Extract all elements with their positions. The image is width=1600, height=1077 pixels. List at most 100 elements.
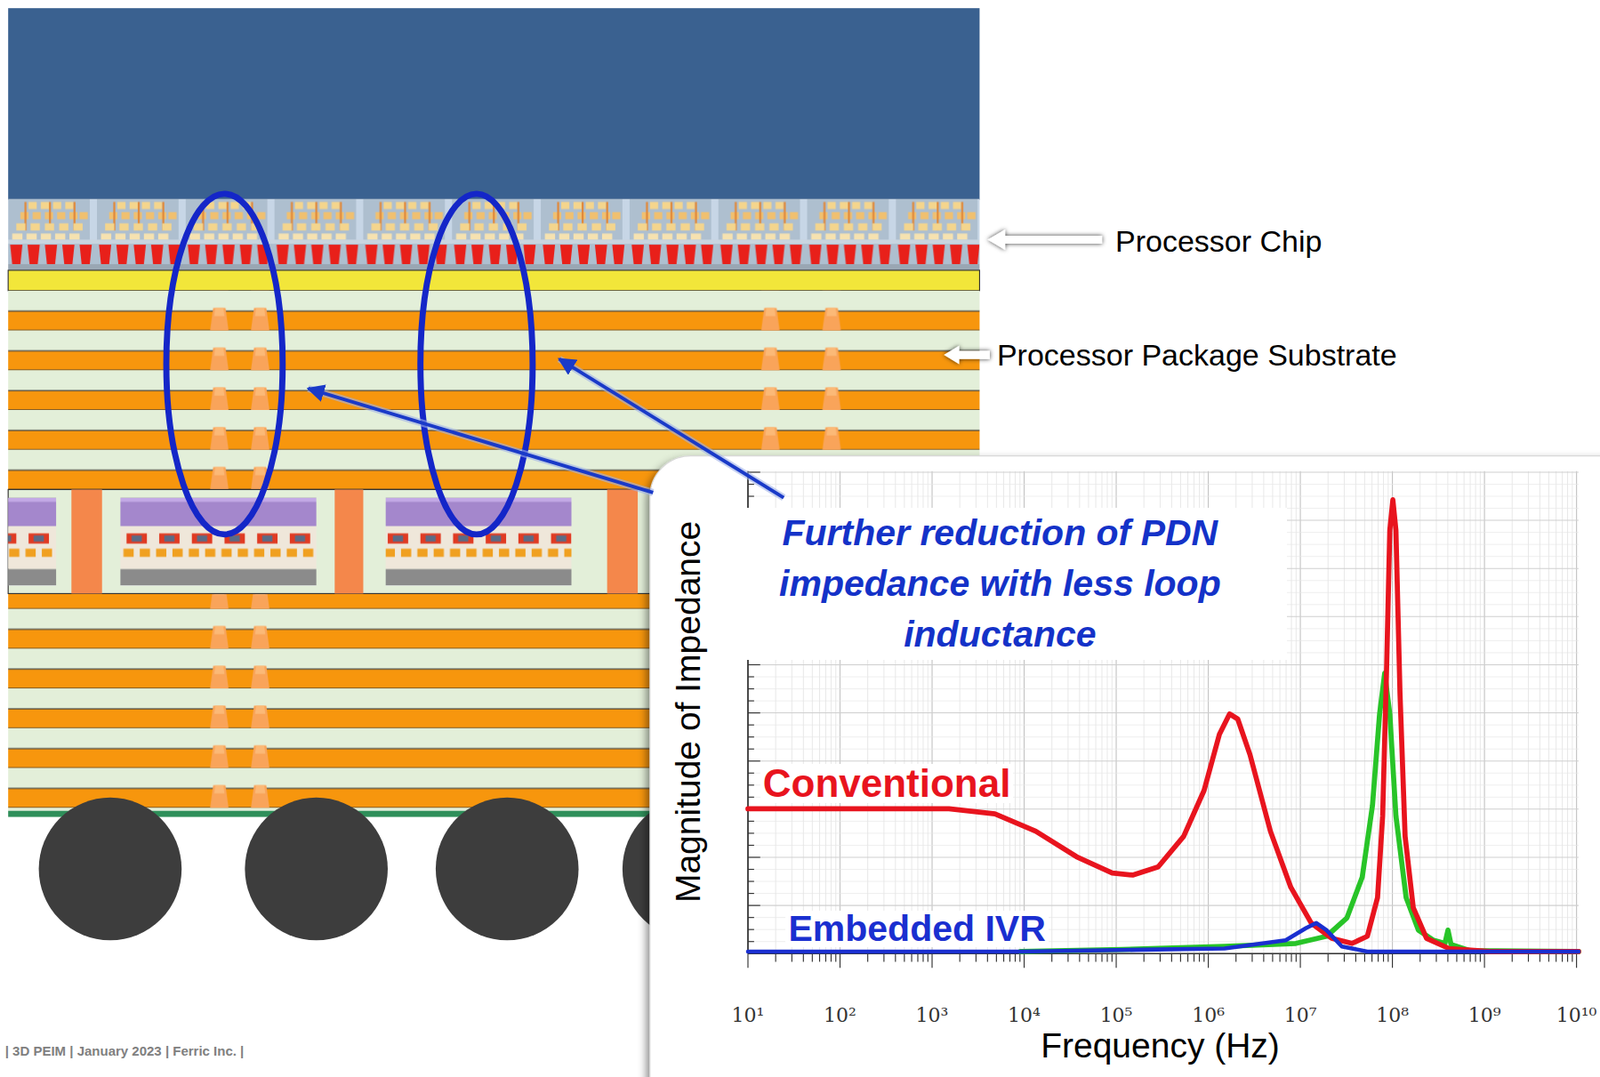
x-tick (1479, 953, 1481, 962)
grid-line (747, 712, 1579, 714)
y-tick (747, 712, 761, 714)
grid-line (747, 688, 1579, 690)
x-tick (894, 953, 896, 962)
x-tick (1009, 953, 1011, 962)
x-tick (1327, 953, 1329, 962)
via-stack (209, 593, 230, 811)
tick-label: 10² (823, 1004, 857, 1027)
x-tick (1435, 953, 1437, 962)
x-tick (1371, 953, 1373, 962)
callout-arrow (559, 359, 784, 499)
x-tick (975, 953, 977, 962)
highlight-ellipse (166, 193, 283, 535)
tick-label: 10⁷ (1284, 1004, 1318, 1027)
y-tick (747, 736, 755, 738)
y-tick (747, 699, 755, 701)
via-stack (249, 593, 271, 811)
y-tick (747, 688, 755, 690)
copper-post (334, 489, 363, 594)
y-tick (747, 760, 761, 762)
x-tick (1539, 953, 1541, 962)
x-tick (1555, 953, 1557, 962)
footer-note: | 3D PEIM | January 2023 | Ferric Inc. | (5, 1043, 245, 1059)
y-tick (747, 916, 755, 918)
x-tick (839, 953, 841, 968)
x-tick (1561, 953, 1563, 962)
x-tick (1463, 953, 1465, 962)
x-tick (1455, 953, 1457, 962)
grid-line (747, 700, 1579, 702)
x-tick (987, 953, 989, 962)
y-tick (747, 892, 755, 894)
x-tick (1078, 953, 1080, 962)
x-tick (1377, 953, 1379, 962)
y-tick (747, 929, 755, 931)
ivr-module (120, 498, 316, 587)
x-tick (1207, 953, 1209, 968)
x-tick (1419, 953, 1421, 962)
x-tick (1023, 953, 1025, 968)
green-curve (1020, 673, 1579, 952)
x-tick (1193, 953, 1195, 962)
y-tick (747, 675, 755, 677)
series-label: Embedded IVR (785, 910, 1048, 948)
x-tick (867, 953, 869, 962)
x-tick (1575, 953, 1577, 968)
grid-line (747, 868, 1579, 870)
tick-label: 10⁹ (1468, 1004, 1502, 1027)
tick-label: 10⁶ (1191, 1004, 1225, 1027)
x-tick (927, 953, 929, 962)
y-tick (747, 844, 755, 846)
grid-line (747, 905, 1579, 907)
y-tick (747, 905, 761, 907)
x-tick (1111, 953, 1113, 962)
x-tick (1014, 953, 1016, 962)
x-tick (830, 953, 832, 962)
series-label: Conventional (760, 763, 1014, 804)
tick-label: 10¹⁰ (1556, 1004, 1598, 1027)
tick-label: 10¹ (731, 1004, 765, 1027)
grid-line (747, 820, 1579, 822)
x-tick (791, 953, 793, 962)
x-tick (747, 953, 748, 968)
copper-post (71, 489, 102, 594)
x-tick (931, 953, 933, 968)
y-tick (747, 772, 755, 774)
grid-line (747, 748, 1579, 750)
ivr-module (385, 498, 572, 587)
y-tick (747, 832, 755, 834)
y-tick (747, 940, 755, 942)
underfill-layer (8, 270, 980, 291)
grid-line (747, 760, 1579, 762)
y-tick (747, 784, 755, 786)
x-tick (1567, 953, 1568, 962)
solder-ball (244, 797, 388, 941)
grid-line (747, 471, 1579, 473)
x-tick (1474, 953, 1476, 962)
x-tick (1290, 953, 1292, 962)
tick-label: 10⁵ (1100, 1004, 1134, 1027)
x-tick (835, 953, 837, 962)
callout-note: Further reduction of PDN impedance with … (712, 507, 1287, 660)
x-tick (1115, 953, 1117, 968)
solder-ball (435, 797, 579, 941)
y-tick (747, 748, 755, 750)
x-tick (1279, 953, 1281, 962)
processor-die (8, 8, 980, 201)
x-tick (1355, 953, 1357, 962)
axis-title: Frequency (Hz) (1040, 1026, 1280, 1067)
x-tick (996, 953, 997, 962)
x-tick (1484, 953, 1486, 968)
x-tick (1387, 953, 1389, 962)
x-tick (1571, 953, 1573, 962)
arrow-glow (307, 388, 653, 493)
grid-line (747, 736, 1579, 738)
x-tick (1343, 953, 1345, 962)
grid-line (747, 664, 1579, 666)
x-tick (1159, 953, 1161, 962)
y-tick (747, 664, 761, 666)
x-tick (1203, 953, 1205, 962)
via-stack (249, 290, 271, 491)
x-tick (922, 953, 924, 962)
x-tick (1295, 953, 1297, 962)
